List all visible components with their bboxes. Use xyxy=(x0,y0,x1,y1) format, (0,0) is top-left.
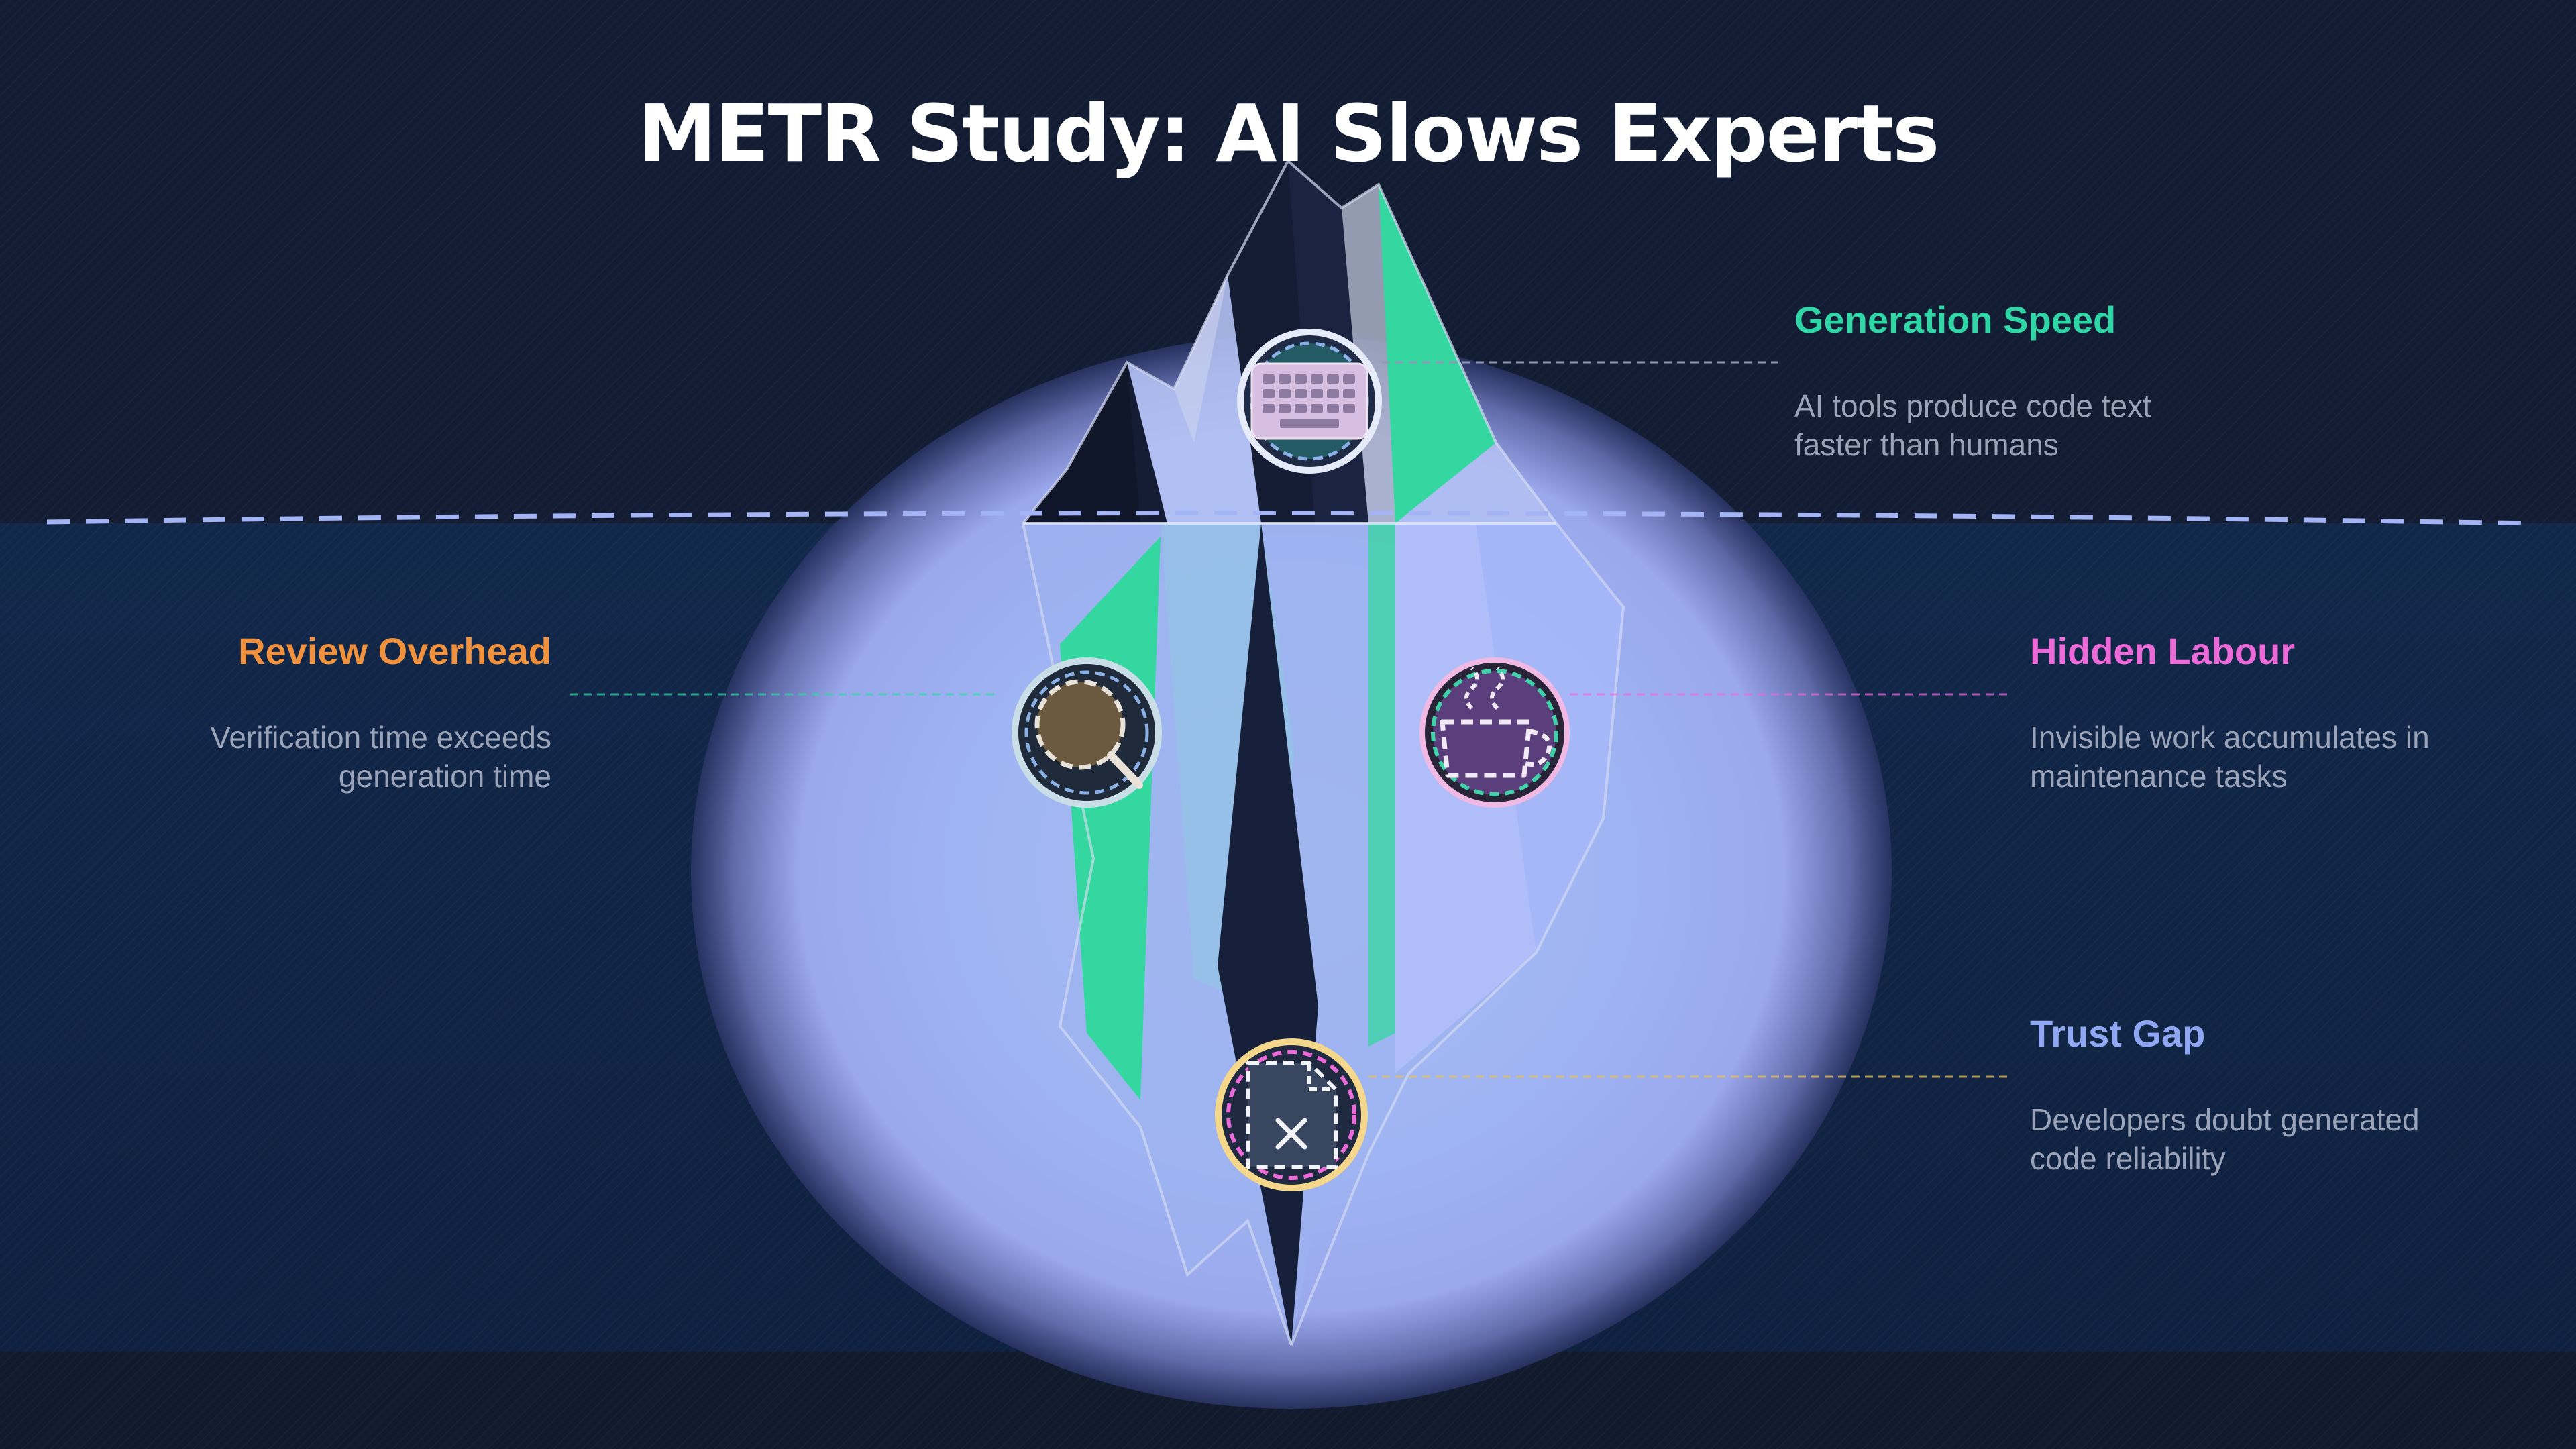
callout-desc-generation-speed: AI tools produce code text faster than h… xyxy=(1794,386,2151,464)
broken-file-icon xyxy=(1215,1038,1368,1191)
callout-title-trust-gap: Trust Gap xyxy=(2030,1012,2206,1055)
desc-line: faster than humans xyxy=(1794,427,2059,462)
desc-line: Verification time exceeds xyxy=(210,720,551,755)
desc-line: Developers doubt generated xyxy=(2030,1102,2420,1137)
coffee-cup-icon xyxy=(1419,657,1570,808)
desc-line: Invisible work accumulates in xyxy=(2030,720,2430,755)
callout-desc-hidden-labour: Invisible work accumulates in maintenanc… xyxy=(2030,718,2430,796)
desc-line: code reliability xyxy=(2030,1141,2226,1176)
callout-title-generation-speed: Generation Speed xyxy=(1794,299,2116,341)
desc-line: maintenance tasks xyxy=(2030,759,2288,794)
callout-title-hidden-labour: Hidden Labour xyxy=(2030,630,2296,672)
desc-line: generation time xyxy=(338,759,551,794)
page-title: METR Study: AI Slows Experts xyxy=(637,87,1940,180)
callout-desc-review-overhead: Verification time exceeds generation tim… xyxy=(210,718,551,796)
callout-desc-trust-gap: Developers doubt generated code reliabil… xyxy=(2030,1100,2420,1178)
keyboard-icon xyxy=(1237,329,1382,474)
desc-line: AI tools produce code text xyxy=(1794,388,2151,423)
callout-title-review-overhead: Review Overhead xyxy=(238,630,551,672)
magnifier-icon xyxy=(1012,657,1162,808)
